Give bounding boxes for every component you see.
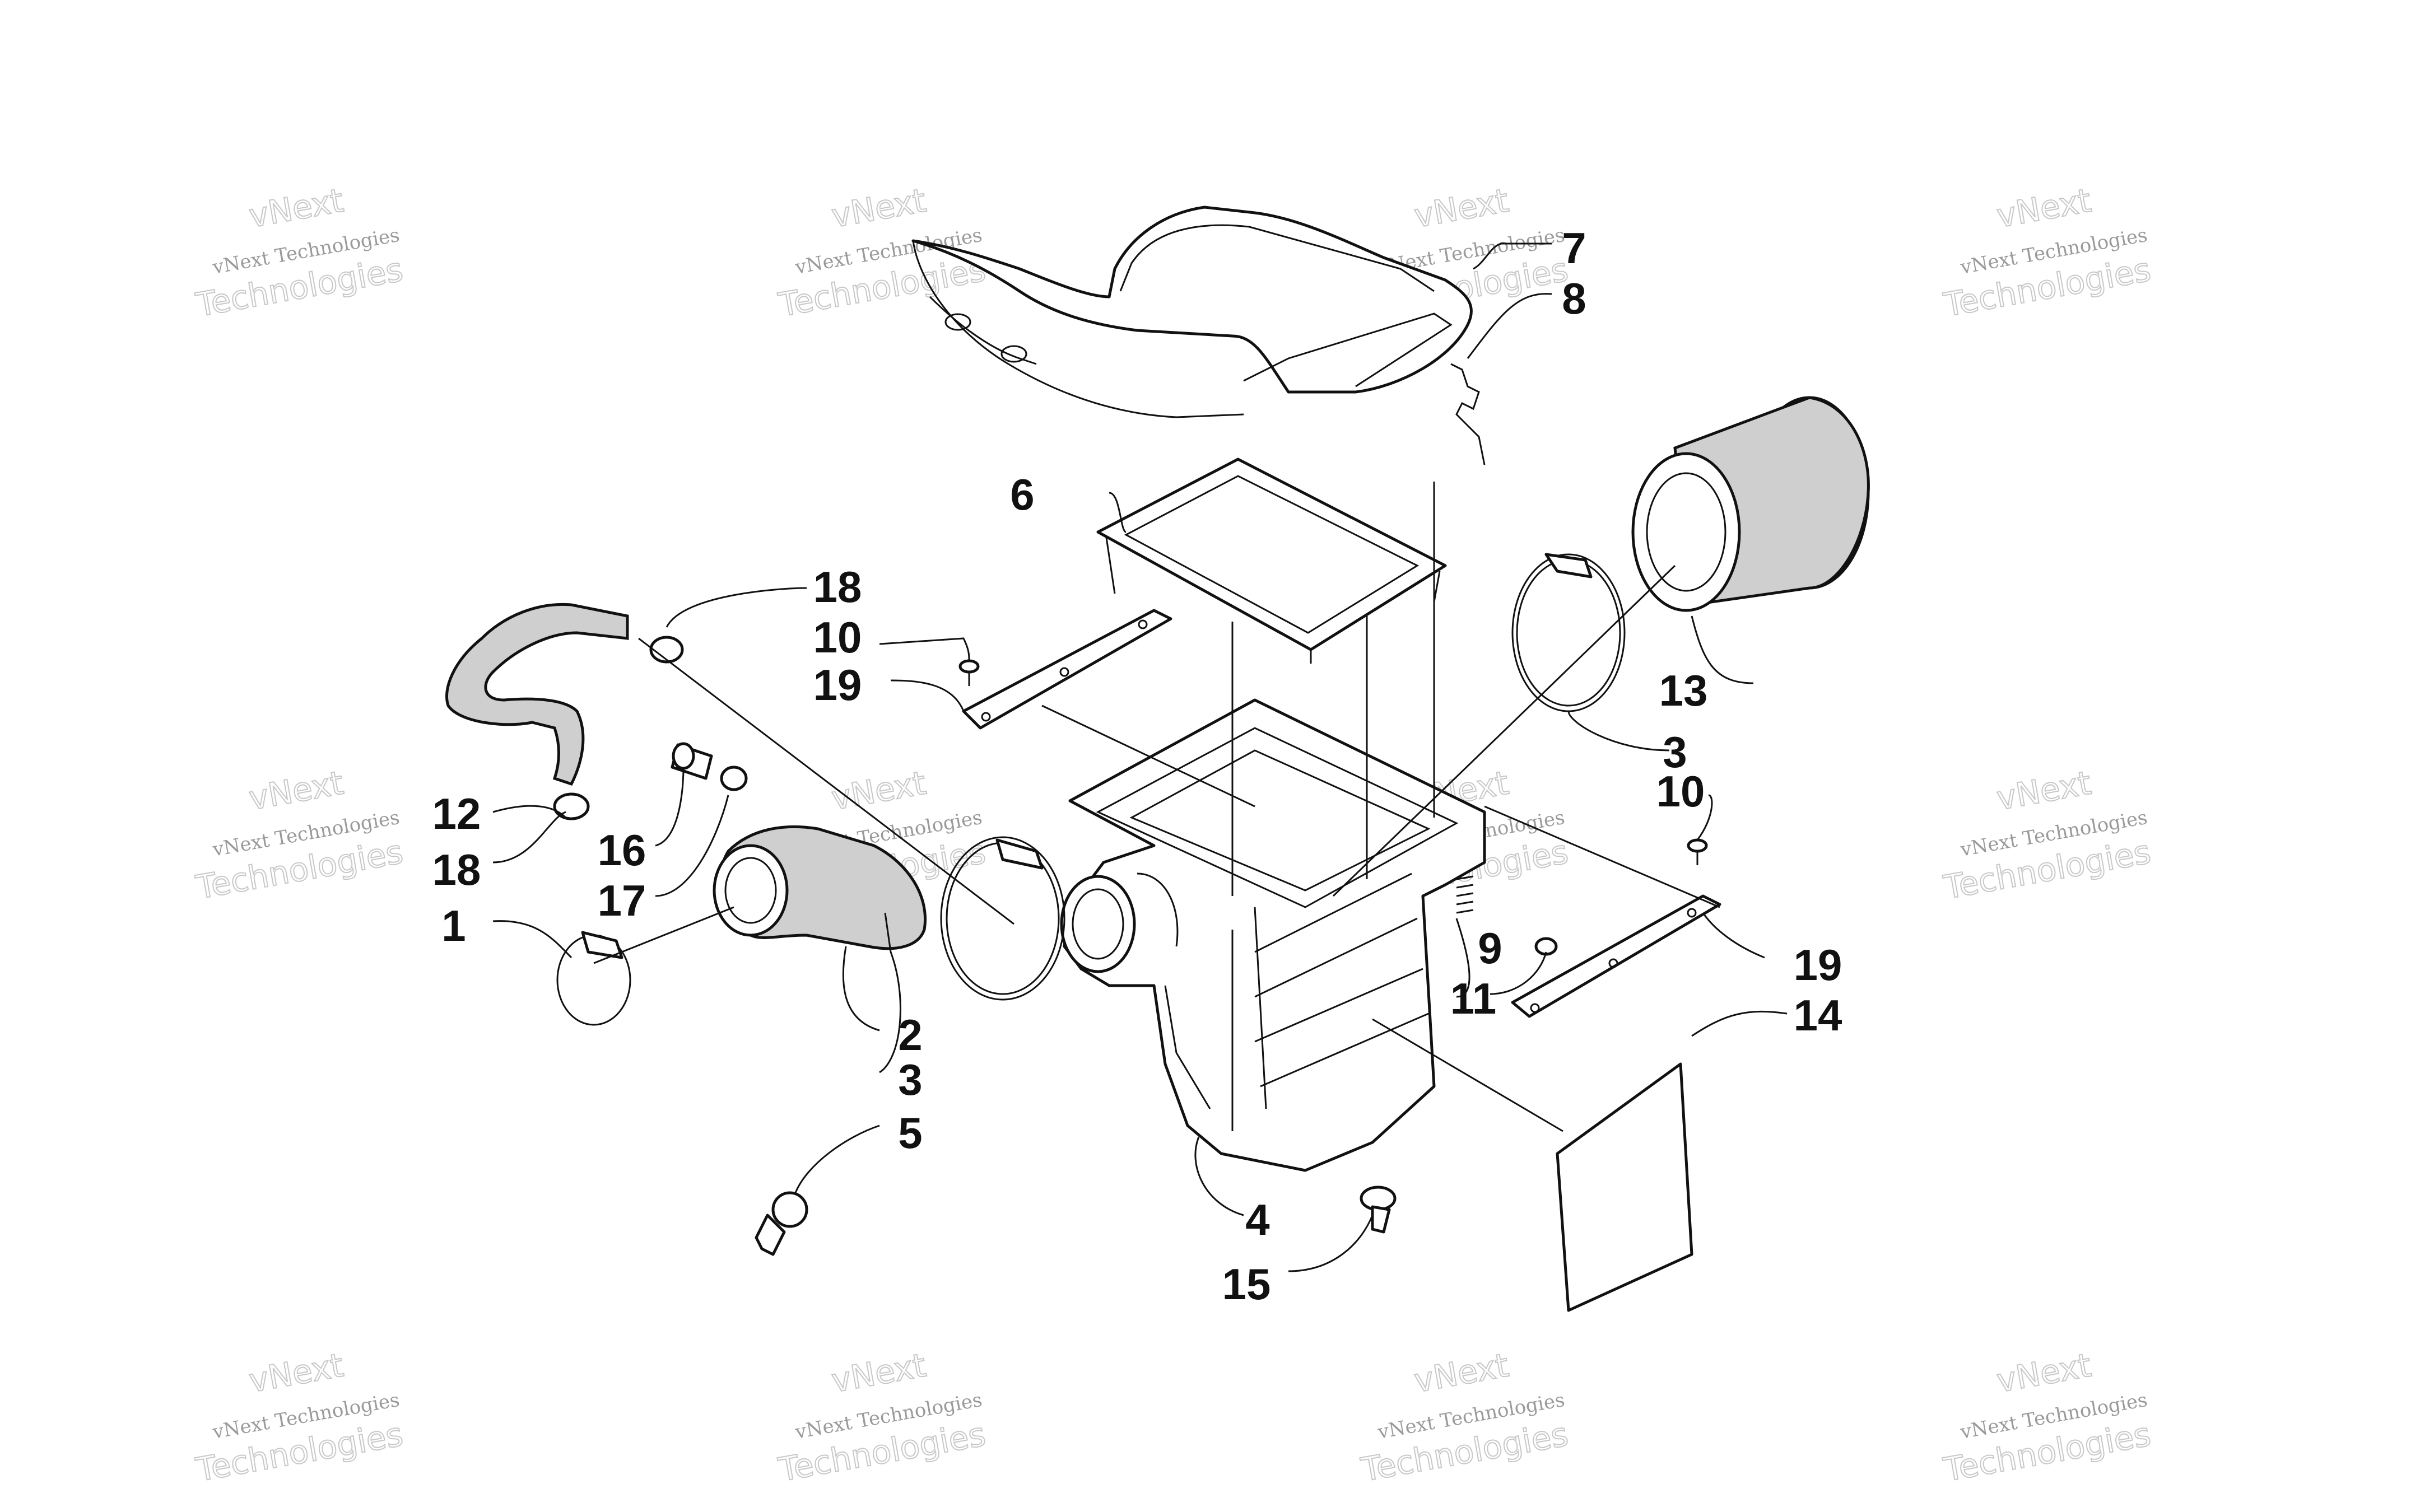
retaining-clip <box>1450 363 1486 465</box>
screw-lower <box>1687 838 1708 865</box>
intake-elbow <box>713 825 927 950</box>
gasket-frame <box>1096 458 1447 664</box>
callout-19-upper: 19 <box>813 660 862 710</box>
svg-text:vNext: vNext <box>829 764 929 818</box>
drain-fitting <box>755 1191 808 1256</box>
drain-plug <box>671 742 713 780</box>
callout-10-upper: 10 <box>813 613 862 662</box>
hose-clamp-left <box>940 836 1065 1001</box>
callout-10-lower: 10 <box>1656 767 1705 816</box>
callout-12: 12 <box>432 789 481 838</box>
leader-lines <box>492 242 1788 1272</box>
mounting-bracket-upper <box>962 609 1172 730</box>
callout-17: 17 <box>598 876 646 925</box>
svg-text:vNext: vNext <box>829 181 929 235</box>
callout-4: 4 <box>1245 1195 1269 1244</box>
hose-clamp-tiny-upper <box>649 636 684 664</box>
callout-18-upper: 18 <box>813 562 862 612</box>
watermark: vNext vNext Technologies Technologies <box>193 763 407 907</box>
watermark: vNext vNext Technologies Technologies <box>1940 1346 2154 1490</box>
hose-clamp-right <box>1511 553 1626 712</box>
svg-text:vNext: vNext <box>1411 181 1511 235</box>
svg-text:vNext: vNext <box>246 181 346 235</box>
drain-valve <box>1360 1186 1397 1234</box>
callout-8: 8 <box>1562 274 1586 323</box>
callout-labels: 1 2 3 3 4 5 6 7 8 9 10 10 11 12 13 14 15… <box>432 223 1842 1309</box>
callout-15: 15 <box>1222 1259 1271 1309</box>
watermark: vNext vNext Technologies Technologies <box>193 181 407 325</box>
callout-3-right: 3 <box>1663 727 1687 777</box>
drain-hose <box>445 603 629 786</box>
svg-text:vNext: vNext <box>1994 764 2094 818</box>
callout-11: 11 <box>1450 974 1496 1023</box>
mounting-bracket-lower <box>1511 894 1721 1018</box>
callout-6: 6 <box>1010 470 1034 519</box>
watermark: vNext vNext Technologies Technologies <box>1940 763 2154 907</box>
callout-14: 14 <box>1794 991 1842 1040</box>
svg-text:vNext: vNext <box>1411 1346 1511 1400</box>
svg-text:vNext: vNext <box>1994 181 2094 235</box>
callout-19-lower: 19 <box>1794 940 1842 990</box>
callout-9: 9 <box>1478 923 1502 973</box>
callout-2: 2 <box>898 1010 922 1060</box>
svg-text:vNext: vNext <box>829 1346 929 1400</box>
svg-text:vNext: vNext <box>246 1346 346 1400</box>
plug-clamp <box>720 766 748 791</box>
access-panel <box>1556 1062 1693 1312</box>
air-filter <box>1631 396 1870 612</box>
watermark: vNext vNext Technologies Technologies <box>1940 181 2154 325</box>
spring <box>1456 875 1474 914</box>
callout-7: 7 <box>1562 223 1586 273</box>
grommet <box>1534 937 1558 956</box>
callout-5: 5 <box>898 1108 922 1158</box>
svg-text:vNext: vNext <box>246 764 346 818</box>
airbox-housing <box>1060 698 1486 1172</box>
callout-13: 13 <box>1659 666 1708 715</box>
callout-18-lower: 18 <box>432 845 481 894</box>
watermark: vNext vNext Technologies Technologies <box>1358 1346 1572 1490</box>
callout-3-left: 3 <box>898 1055 922 1104</box>
svg-text:vNext: vNext <box>1994 1346 2094 1400</box>
watermark: vNext vNext Technologies Technologies <box>775 1346 989 1490</box>
callout-16: 16 <box>598 825 646 875</box>
callout-1: 1 <box>441 901 466 950</box>
airbox-cover <box>911 206 1473 418</box>
screw-upper <box>958 659 980 686</box>
hose-clamp-small <box>556 931 631 1026</box>
watermark: vNext vNext Technologies Technologies <box>193 1346 407 1490</box>
